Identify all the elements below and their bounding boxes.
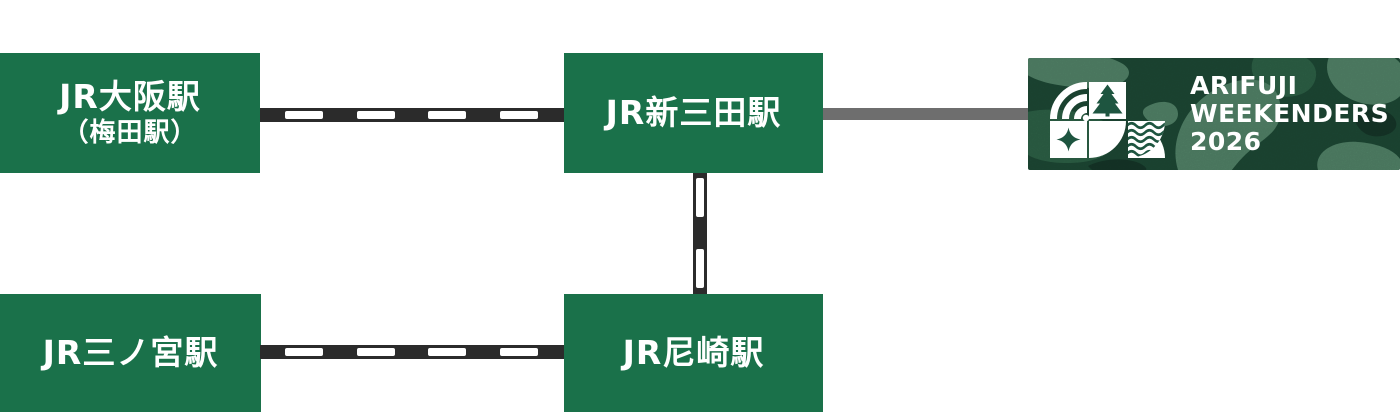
rail-dash xyxy=(428,348,466,356)
camo-background xyxy=(1028,58,1400,170)
logo-text-line3: 2026 xyxy=(1190,127,1262,156)
station-name: JR尼崎駅 xyxy=(622,332,765,372)
station-box-jr-sannomiya: JR三ノ宮駅 xyxy=(0,294,261,412)
pine-tree-icon xyxy=(1089,82,1126,119)
rail-dash xyxy=(696,249,704,288)
rail-dash xyxy=(500,111,538,119)
station-name: JR新三田駅 xyxy=(605,92,782,132)
connector-line-shinsanda-venue xyxy=(823,108,1028,120)
arifuji-weekenders-logo-art: ARIFUJI WEEKENDERS 2026 xyxy=(1028,58,1400,170)
rail-dash xyxy=(500,348,538,356)
rail-line-osaka-shinsanda xyxy=(260,108,564,122)
rail-dash xyxy=(357,111,395,119)
logo-text-line1: ARIFUJI xyxy=(1190,71,1297,100)
station-name: JR三ノ宮駅 xyxy=(42,332,219,372)
sparkle-icon xyxy=(1050,121,1087,158)
arcs-icon xyxy=(1050,82,1090,122)
rail-dash xyxy=(696,178,704,217)
station-box-jr-amagasaki: JR尼崎駅 xyxy=(564,294,823,412)
station-box-jr-shinsanda: JR新三田駅 xyxy=(564,53,823,173)
rail-dash xyxy=(428,111,466,119)
logo-text-line2: WEEKENDERS xyxy=(1190,99,1389,128)
rail-dash xyxy=(285,348,323,356)
rail-line-shinsanda-amagasaki xyxy=(693,173,707,294)
rail-dash xyxy=(285,111,323,119)
station-subname: （梅田駅） xyxy=(62,117,198,148)
station-name: JR大阪駅 xyxy=(59,76,201,116)
station-box-jr-osaka: JR大阪駅 （梅田駅） xyxy=(0,53,260,173)
quarter-circle-icon xyxy=(1089,121,1126,158)
arifuji-weekenders-logo: ARIFUJI WEEKENDERS 2026 xyxy=(1028,58,1400,170)
rail-line-sannomiya-amagasaki xyxy=(260,345,564,359)
rail-dash xyxy=(357,348,395,356)
